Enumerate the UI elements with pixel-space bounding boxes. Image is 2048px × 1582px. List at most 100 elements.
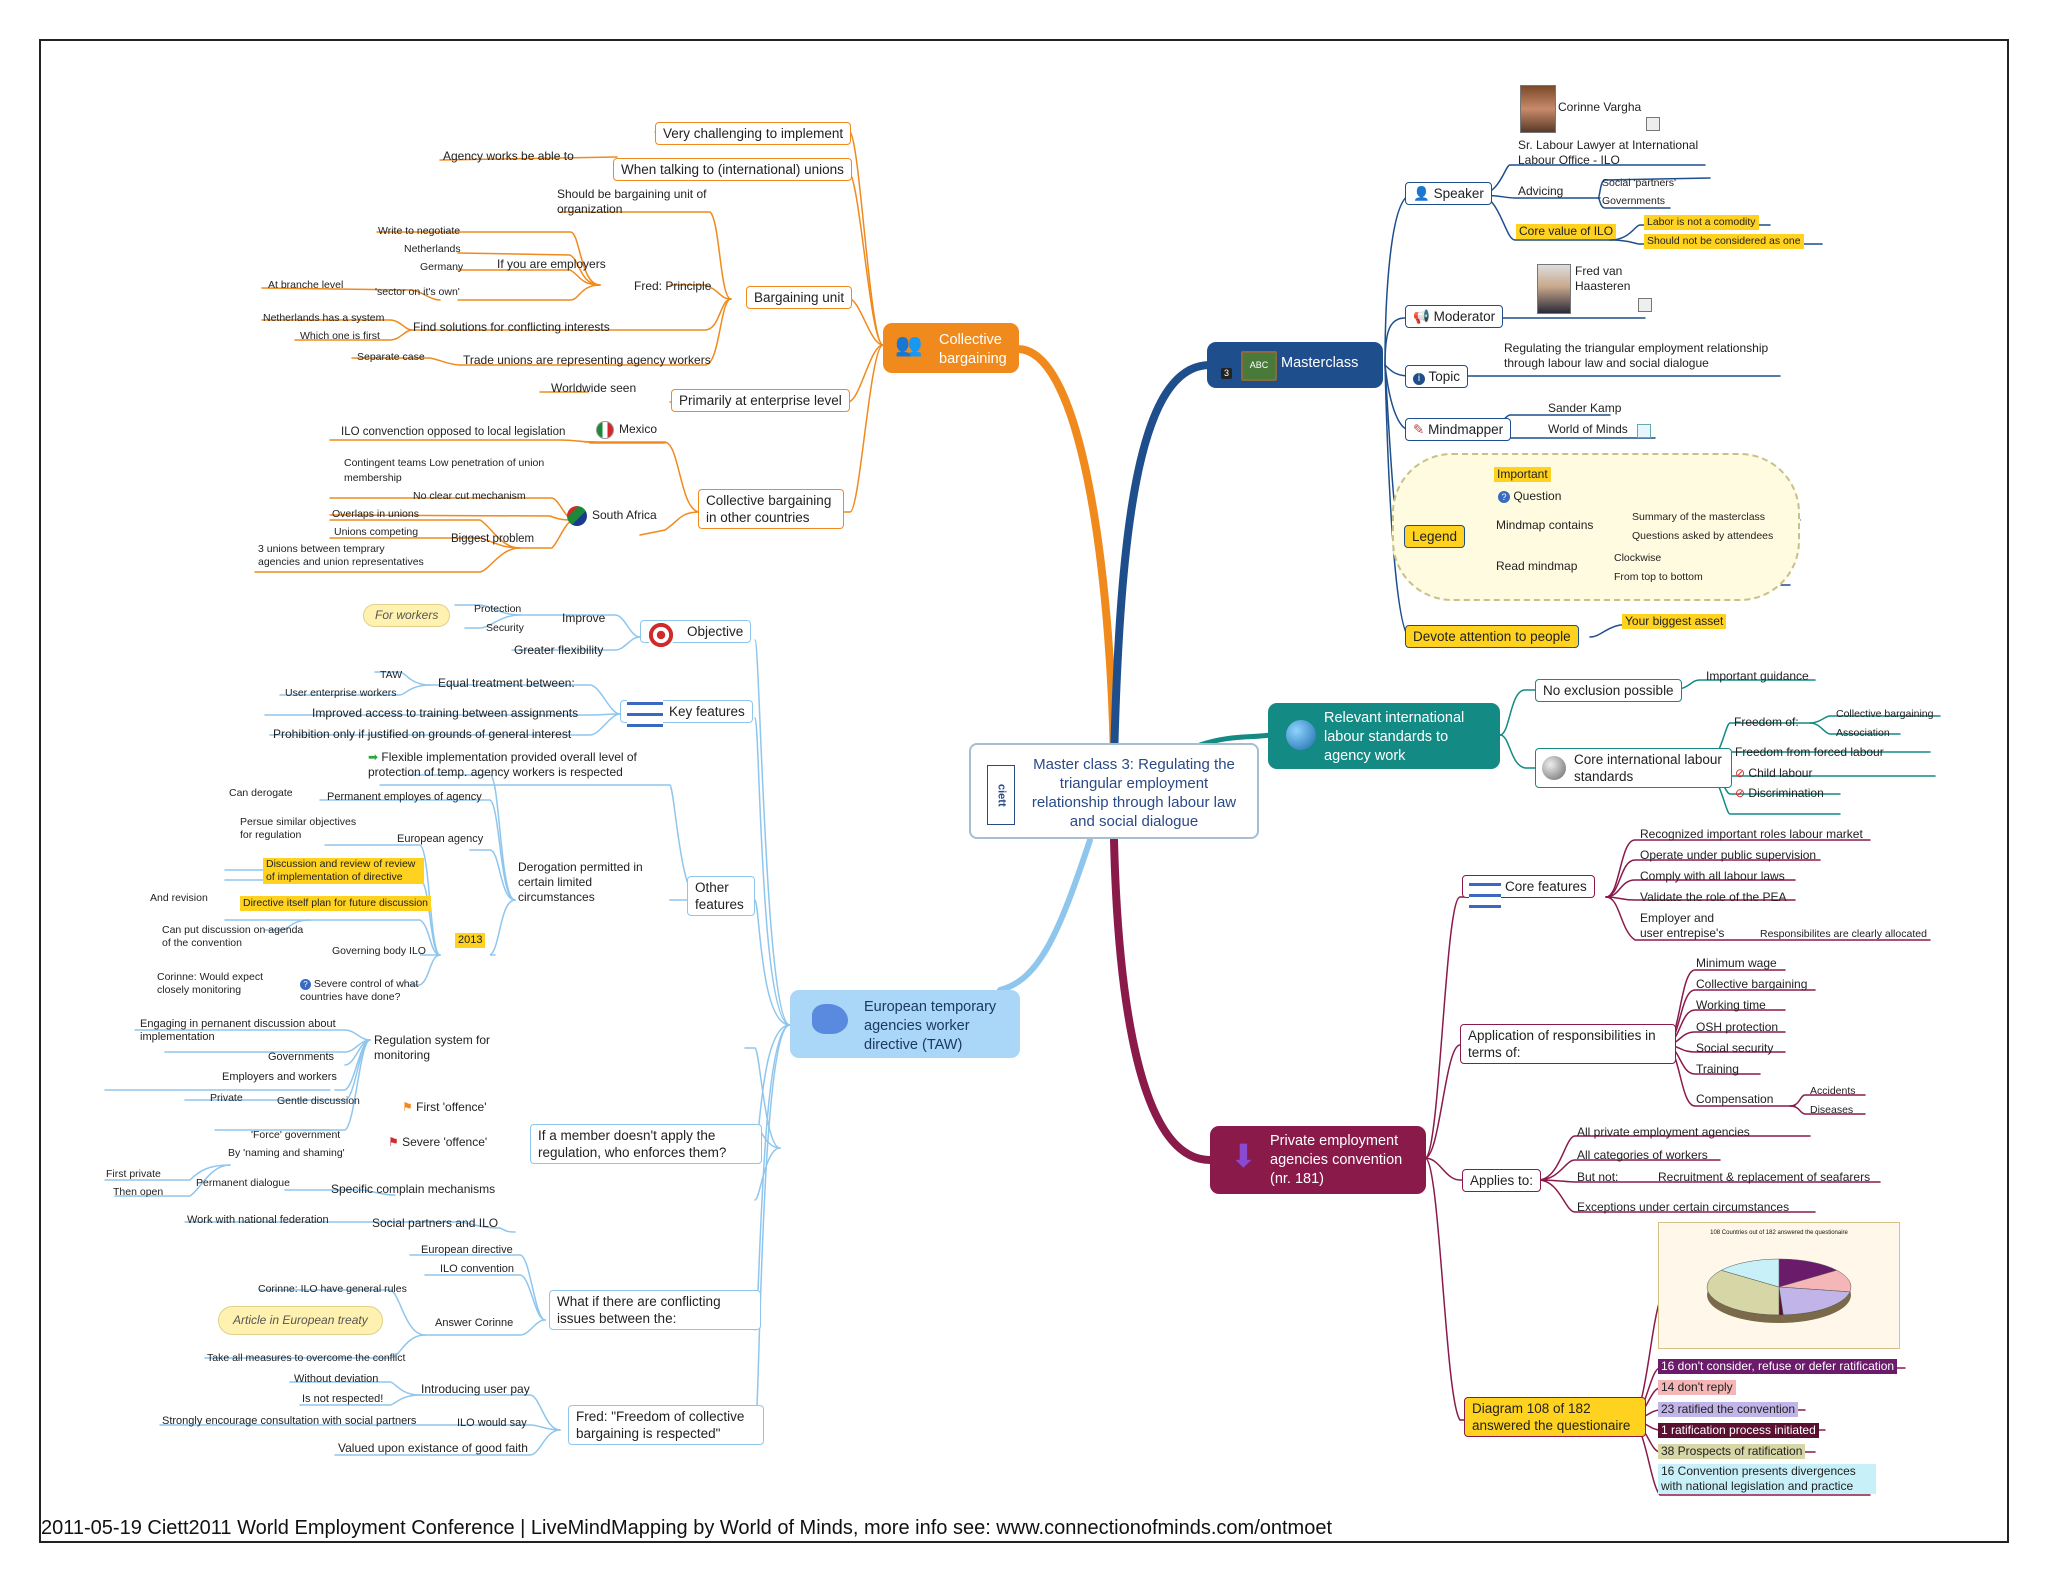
globe-small-icon — [1542, 756, 1566, 780]
central-title: Master class 3: Regulating the triangula… — [1031, 756, 1237, 830]
other-features-box[interactable]: Other features — [687, 876, 755, 916]
convention-label: Private employment agencies convention (… — [1270, 1133, 1403, 1187]
legend-box[interactable]: Legend — [1404, 525, 1466, 548]
ratification-pie-chart: 108 Countries out of 182 answered the qu… — [1658, 1222, 1900, 1349]
speaker-icon: 👤 — [1413, 186, 1430, 201]
core-features-box[interactable]: Core features — [1462, 875, 1595, 913]
app-item-2: Collective bargaining — [1696, 977, 1808, 991]
collective-bargaining-label: Collective bargaining — [939, 332, 1007, 367]
freedom-box[interactable]: Fred: "Freedom of collective bargaining … — [568, 1405, 764, 1445]
pie-slice-1 — [1778, 1258, 1838, 1288]
mexico-label: Mexico — [619, 422, 658, 437]
central-topic[interactable]: ciett Master class 3: Regulating the tri… — [969, 743, 1259, 839]
agency-works-text: Agency works be able to — [443, 149, 574, 163]
directive-plan-text: Directive itself plan for future discuss… — [240, 896, 431, 911]
moderator-box[interactable]: 📢 Moderator — [1405, 305, 1504, 328]
application-box[interactable]: Application of responsibilities in terms… — [1460, 1024, 1676, 1064]
severe-offence-text: ⚑ Severe 'offence' — [388, 1135, 487, 1150]
core-standards-box[interactable]: Core international labour standards — [1535, 748, 1732, 788]
convention-node[interactable]: ⬇ Private employment agencies convention… — [1210, 1126, 1426, 1194]
diagram-label: Diagram 108 of 182 answered the question… — [1472, 1401, 1631, 1433]
corinne-role-text: Sr. Labour Lawyer at International Labou… — [1518, 138, 1699, 167]
labour-standards-node[interactable]: Relevant international labour standards … — [1268, 703, 1500, 769]
key-features-label: Key features — [669, 704, 745, 719]
applies-to-box[interactable]: Applies to: — [1462, 1169, 1542, 1192]
feature-5: Employer and user entrepise's — [1640, 911, 1725, 940]
enterprise-level-box[interactable]: Primarily at enterprise level — [671, 389, 850, 412]
legend-read: Read mindmap — [1496, 559, 1578, 573]
worldwide-text: Worldwide seen — [551, 381, 637, 395]
objective-box[interactable]: Objective — [640, 620, 752, 649]
red-flag-icon: ⚑ — [388, 1135, 399, 1149]
conflicting-box[interactable]: What if there are conflicting issues bet… — [549, 1290, 761, 1330]
people-icon: 👥 — [895, 332, 923, 357]
south-africa-label: South Africa — [592, 508, 657, 523]
pie-slice-5 — [1706, 1270, 1780, 1316]
ciett-logo-icon: ciett — [987, 765, 1015, 825]
contains-item-2: Questions asked by attendees — [1632, 530, 1774, 542]
devote-box[interactable]: Devote attention to people — [1405, 625, 1579, 648]
diag-item-2: 14 don't reply — [1658, 1380, 1736, 1395]
key-features-box[interactable]: Key features — [620, 698, 753, 732]
legend-contains: Mindmap contains — [1496, 518, 1594, 532]
no-exclusion-box[interactable]: No exclusion possible — [1535, 679, 1682, 702]
other-countries-box[interactable]: Collective bargaining in other countries — [698, 489, 844, 529]
flexible-label: Flexible implementation provided overall… — [368, 750, 637, 779]
read-item-2: From top to bottom — [1614, 571, 1703, 583]
improve-text: Improve — [562, 611, 606, 625]
diag-item-6: 16 Convention presents divergences with … — [1658, 1464, 1876, 1494]
question-icon: ? — [1498, 491, 1510, 503]
corinne-would-text: Corinne: Would expect closely monitoring — [157, 971, 264, 996]
challenging-box[interactable]: Very challenging to implement — [655, 122, 852, 145]
diagram-box[interactable]: Diagram 108 of 182 answered the question… — [1464, 1397, 1646, 1437]
guidance-text: Important guidance — [1706, 669, 1809, 683]
gentle-text: Gentle discussion — [277, 1095, 360, 1107]
first-offence-text: ⚑ First 'offence' — [402, 1100, 487, 1115]
priority-badge: 3 — [1221, 368, 1233, 379]
equal-item-1: TAW — [380, 669, 403, 681]
freedom-item-1: Collective bargaining — [1836, 708, 1934, 720]
info-icon: i — [1413, 373, 1425, 385]
masterclass-node[interactable]: ABC 3 Masterclass — [1207, 342, 1383, 388]
question-icon-2: ? — [300, 979, 311, 990]
big-item-1: Overlaps in unions — [332, 508, 419, 520]
training-text: Improved access to training between assi… — [312, 706, 579, 720]
taw-directive-node[interactable]: European temporary agencies worker direc… — [790, 990, 1020, 1058]
bargaining-should-text: Should be bargaining unit of organizatio… — [557, 187, 707, 216]
member-enforce-box[interactable]: If a member doesn't apply the regulation… — [530, 1124, 762, 1164]
freedom-label: Fred: "Freedom of collective bargaining … — [576, 1409, 745, 1441]
corinne-name-text: Corinne Vargha — [1558, 100, 1642, 114]
measures-text: Take all measures to overcome the confli… — [207, 1352, 406, 1364]
force-text: 'Force' government — [251, 1129, 341, 1141]
advicing-item-1: Social 'partners' — [1602, 177, 1677, 189]
employer-item-3: Germany — [420, 261, 464, 273]
arrow-down-icon: ⬇ — [1230, 1138, 1257, 1174]
sa-item-2: No clear cut mechanism — [413, 490, 526, 502]
equal-treatment-text: Equal treatment between: — [438, 676, 575, 690]
child-labour-text: ⊘ Child labour — [1735, 766, 1812, 781]
topic-box[interactable]: i Topic — [1405, 365, 1469, 388]
app-item-4: OSH protection — [1696, 1020, 1779, 1034]
read-item-1: Clockwise — [1614, 552, 1662, 564]
permanent-text: Permanent employes of agency — [327, 791, 482, 803]
first-private-text: First private — [106, 1168, 161, 1180]
globe-icon — [1286, 720, 1316, 750]
separate-case-text: Separate case — [357, 351, 425, 363]
note-icon-2 — [1638, 298, 1652, 312]
pencil-icon: ✎ — [1413, 422, 1425, 437]
objective-label: Objective — [687, 624, 744, 639]
bargaining-unit-box[interactable]: Bargaining unit — [746, 286, 853, 309]
unions-box[interactable]: When talking to (international) unions — [613, 158, 852, 181]
national-text: Work with national federation — [187, 1214, 329, 1226]
legend-question: ? Question — [1498, 489, 1561, 504]
speaker-box[interactable]: 👤 Speaker — [1405, 182, 1492, 205]
orange-flag-icon: ⚑ — [402, 1100, 413, 1114]
diag-item-4: 1 ratification process initiated — [1658, 1423, 1819, 1438]
south-africa-flag-icon — [567, 506, 587, 526]
deviation-text: Without deviation — [294, 1373, 379, 1385]
diag-item-1: 16 don't consider, refuse or defer ratif… — [1658, 1359, 1898, 1374]
collective-bargaining-node[interactable]: 👥 Collective bargaining — [883, 323, 1019, 373]
advicing-item-2: Governments — [1602, 195, 1666, 207]
mindmapper-box[interactable]: ✎ Mindmapper — [1405, 418, 1512, 441]
